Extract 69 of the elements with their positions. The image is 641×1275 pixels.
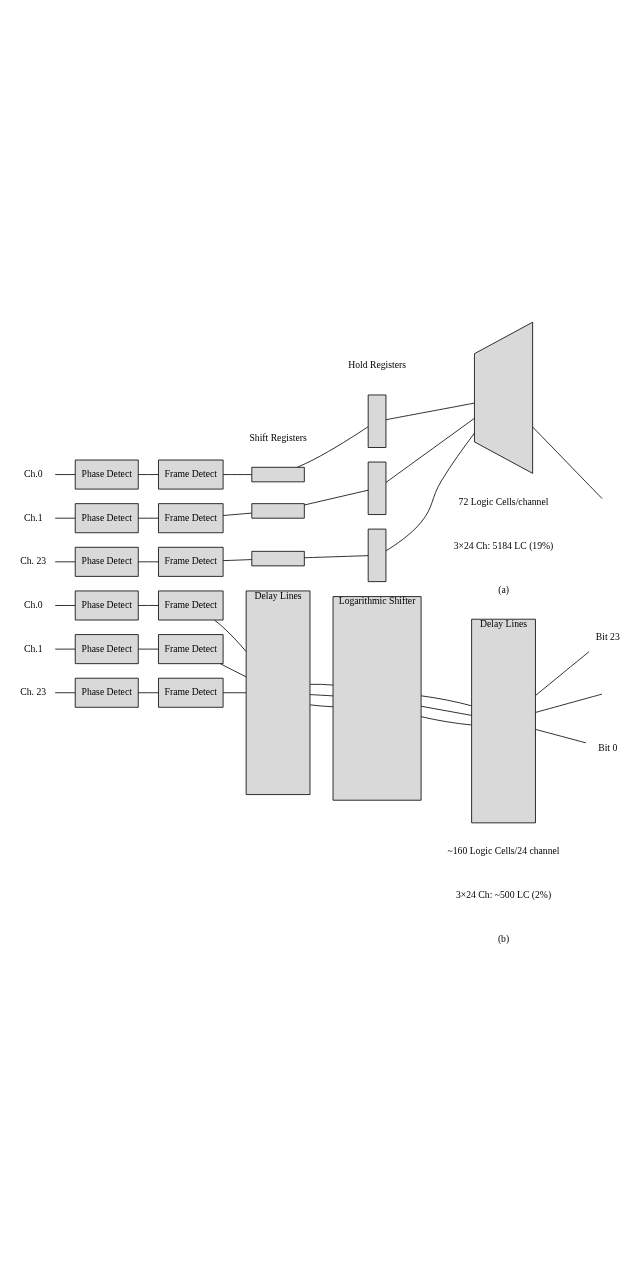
node-box — [251, 550, 305, 566]
node-box: Frame Detect — [158, 459, 224, 489]
node-bar — [367, 528, 387, 582]
node-box: Delay Lines — [471, 618, 536, 823]
node-text: Ch.0 — [23, 598, 43, 610]
node-box: Logarithmic Shifter — [332, 595, 422, 801]
node-box: Phase Detect — [74, 546, 139, 577]
label: Shift Registers — [249, 431, 307, 443]
node-box: Phase Detect — [74, 502, 139, 533]
connector — [297, 426, 369, 468]
connector — [535, 728, 587, 743]
connector — [138, 691, 159, 693]
label: (a) — [498, 583, 509, 595]
node-box: Delay Lines — [245, 590, 311, 795]
connector — [309, 683, 334, 685]
node-bar — [367, 394, 387, 448]
connector — [385, 432, 475, 551]
node-box: Frame Detect — [158, 590, 224, 620]
connector — [309, 703, 334, 707]
node-box: Frame Detect — [158, 633, 224, 664]
node-text: Ch.1 — [23, 511, 43, 523]
node-text: Bit 0 — [598, 741, 618, 753]
connector — [304, 554, 369, 558]
connector — [420, 715, 472, 725]
node-box: Phase Detect — [74, 459, 139, 489]
node-text: Bit 23 — [595, 629, 620, 641]
connector — [214, 619, 247, 652]
connector — [219, 662, 247, 677]
connector — [222, 473, 253, 475]
connector — [309, 693, 334, 696]
label: (b) — [497, 932, 510, 944]
connector — [420, 705, 472, 716]
label: ~160 Logic Cells/24 channel — [447, 844, 560, 856]
connector — [138, 473, 159, 475]
node-box — [251, 466, 305, 482]
label: 3×24 Ch: ~500 LC (2%) — [455, 888, 552, 900]
connector — [222, 512, 253, 516]
connector — [138, 560, 159, 562]
connector — [138, 648, 159, 649]
connector — [535, 693, 603, 713]
connector — [138, 517, 159, 519]
node-text: Ch. 23 — [20, 554, 47, 566]
label: 72 Logic Cells/channel — [458, 495, 549, 507]
label: Hold Registers — [348, 358, 406, 370]
label: 3×24 Ch: 5184 LC (19%) — [453, 539, 554, 551]
node-box: Frame Detect — [158, 677, 224, 708]
connector — [138, 604, 159, 606]
connector — [304, 489, 369, 505]
node-text: Ch.0 — [23, 467, 43, 479]
node-trapezoid — [474, 321, 534, 474]
node-box: Frame Detect — [158, 502, 224, 533]
connector — [385, 417, 475, 483]
connector — [222, 691, 247, 693]
connector — [54, 691, 76, 693]
node-box: Frame Detect — [158, 546, 224, 577]
connector — [532, 426, 603, 499]
node-bar — [367, 461, 387, 515]
node-box: Phase Detect — [74, 633, 139, 664]
node-box: Phase Detect — [74, 677, 139, 708]
connector — [54, 473, 76, 475]
node-text: Ch. 23 — [20, 685, 47, 697]
node-box — [251, 502, 305, 519]
node-box: Phase Detect — [74, 590, 139, 620]
node-text: Ch.1 — [23, 642, 43, 654]
connector — [385, 402, 475, 420]
connector — [54, 604, 76, 606]
connector — [222, 558, 253, 561]
connector — [535, 650, 590, 696]
connector — [420, 694, 472, 706]
